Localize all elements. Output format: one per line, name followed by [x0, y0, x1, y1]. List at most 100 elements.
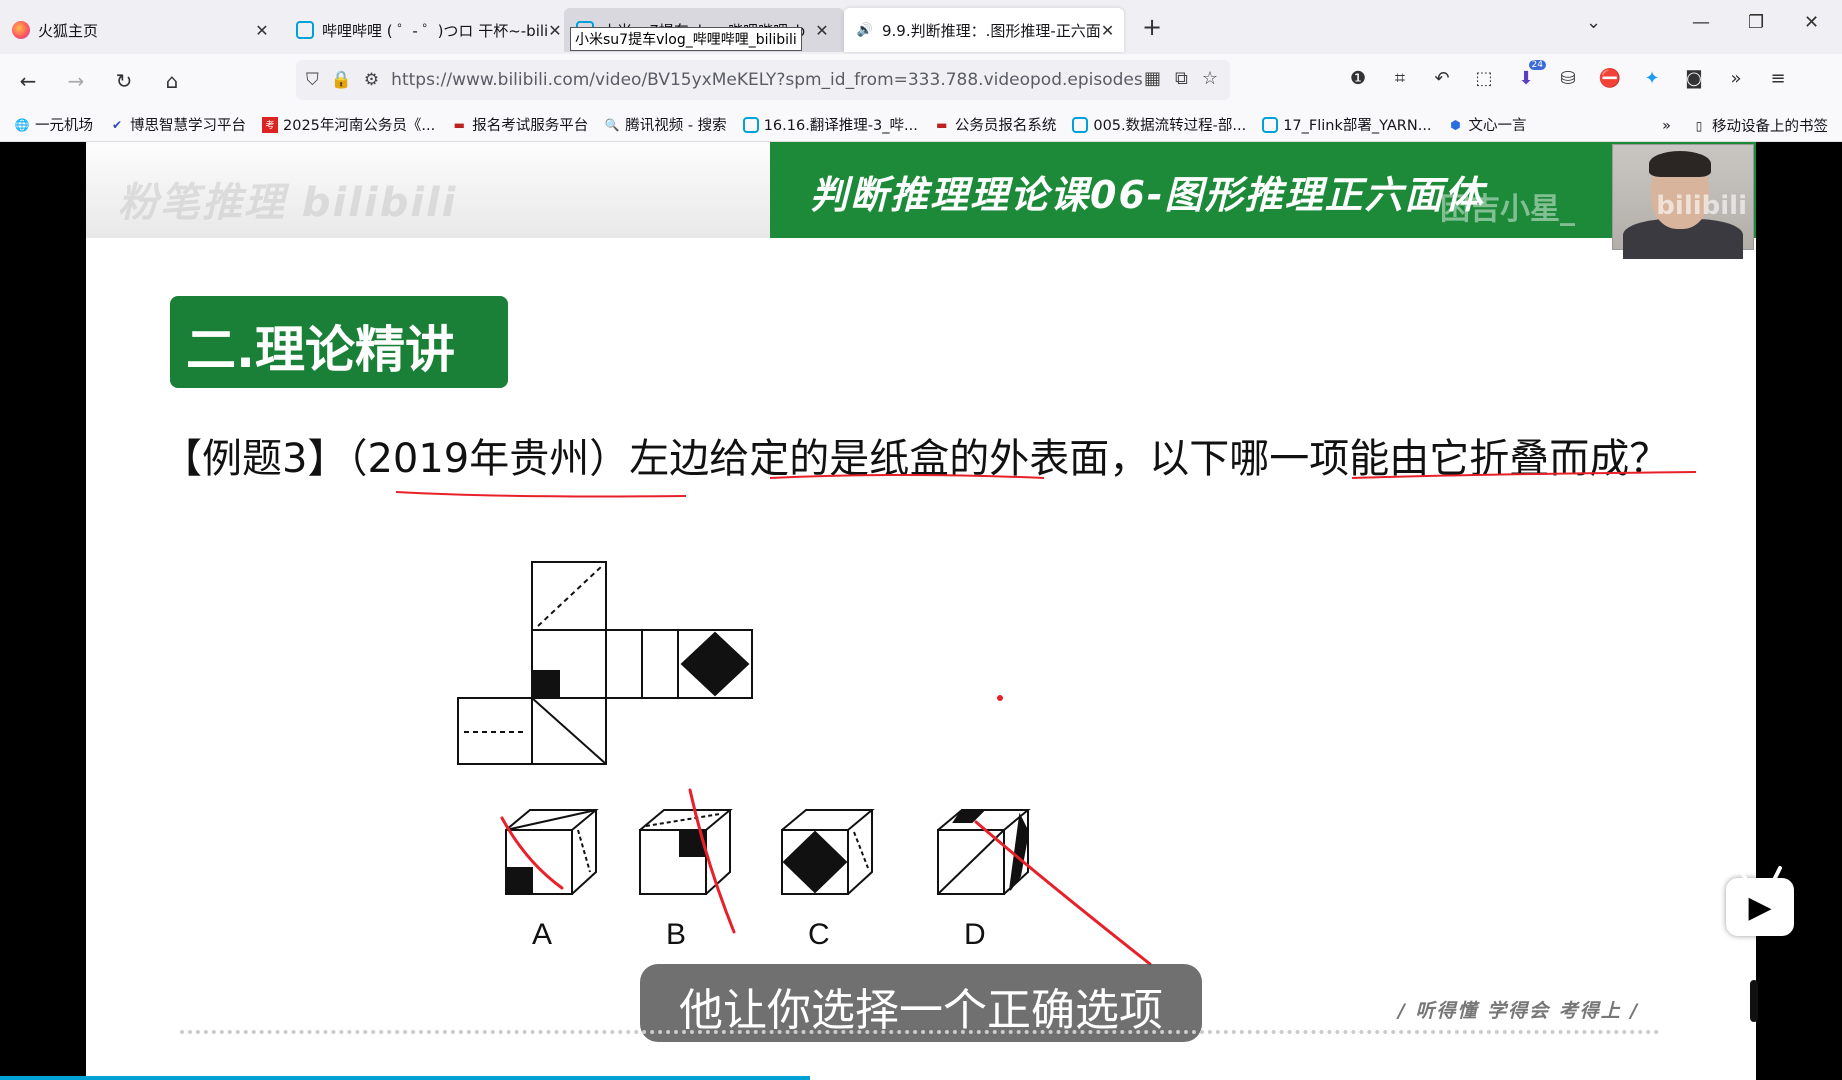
url-text[interactable]: https://www.bilibili.com/video/BV15yxMeK…: [391, 70, 1143, 90]
bookmark-item[interactable]: ✔博思智慧学习平台: [109, 114, 246, 135]
bird-icon[interactable]: ✦: [1644, 67, 1660, 89]
bilibili-ears-icon: [1738, 866, 1782, 882]
bookmark-item[interactable]: ▬报名考试服务平台: [451, 114, 589, 135]
download-extension-icon[interactable]: ⬇24: [1514, 60, 1546, 90]
reader-icon[interactable]: ◙: [1685, 67, 1703, 89]
menu-icon[interactable]: ≡: [1770, 67, 1786, 89]
tab-bar: 火狐主页 ✕ 哔哩哔哩 ( ゜- ゜)つロ 干杯~-bili ✕ 小米su7提车…: [0, 0, 1842, 54]
extensions-icon[interactable]: ⬚: [1475, 67, 1493, 89]
close-icon[interactable]: ✕: [815, 20, 829, 40]
option-b-label: B: [666, 918, 686, 951]
webcam-watermark: bilibili: [1656, 191, 1747, 221]
title-banner: 判断推理理论课06-图形推理正六面体 困吉小星_: [770, 142, 1756, 238]
firefox-icon: [12, 21, 30, 39]
play-icon: ▶: [1748, 889, 1772, 925]
tab-title: 9.9.判断推理：.图形推理-正六面: [882, 21, 1101, 40]
wenxin-icon: ⬢: [1450, 117, 1461, 132]
bookmark-item[interactable]: 005.数据流转过程-部...: [1072, 114, 1246, 135]
speaker-icon[interactable]: 🔊: [856, 22, 874, 38]
tab-current-video[interactable]: 🔊 9.9.判断推理：.图形推理-正六面 ✕: [844, 8, 1124, 52]
tab-title: 火狐主页: [38, 21, 99, 40]
play-button[interactable]: ▶: [1726, 866, 1794, 936]
home-icon[interactable]: ⌂: [165, 69, 179, 93]
bosi-icon: ✔: [111, 117, 123, 132]
bilibili-icon: [1072, 116, 1089, 133]
underline-annotations: [395, 471, 1697, 498]
cursor-dot: [997, 695, 1003, 701]
banner-watermark: 困吉小星_: [1440, 192, 1575, 227]
picture-in-picture-icon[interactable]: ⧉: [1175, 68, 1188, 89]
minimize-icon[interactable]: —: [1692, 12, 1710, 33]
new-tab-button[interactable]: +: [1141, 13, 1163, 41]
dotted-divider: [180, 1030, 1660, 1034]
mobile-icon: ▯: [1695, 118, 1703, 133]
option-c-label: C: [808, 918, 830, 951]
cube-net: [457, 561, 753, 765]
tab-list-icon[interactable]: ⌄: [1586, 12, 1602, 33]
strike-annotations: [500, 788, 1152, 966]
tab-firefox-home[interactable]: 火狐主页 ✕: [0, 8, 284, 52]
slide-header: 粉笔推理 bilibili 判断推理理论课06-图形推理正六面体 困吉小星_ b…: [86, 142, 1756, 259]
progress-fill: [0, 1076, 811, 1080]
window-close-icon[interactable]: ✕: [1804, 12, 1820, 33]
bookmark-item[interactable]: 🔍腾讯视频 - 搜索: [604, 117, 727, 135]
globe-icon: 🌐: [14, 117, 30, 132]
slogan-text: / 听得懂 学得会 考得上 /: [1398, 1000, 1640, 1022]
bookmark-item[interactable]: 17_Flink部署_YARN...: [1262, 114, 1432, 135]
progress-bar[interactable]: [0, 1076, 1842, 1080]
video-player[interactable]: 粉笔推理 bilibili 判断推理理论课06-图形推理正六面体 困吉小星_ b…: [0, 142, 1842, 1080]
adblock-icon[interactable]: ⛔: [1598, 67, 1622, 89]
forward-icon[interactable]: →: [67, 69, 85, 93]
banner-title: 判断推理理论课06-图形推理正六面体: [810, 173, 1485, 217]
option-b-cube: [639, 809, 733, 895]
cube-figure: A B C D: [395, 471, 1697, 966]
option-d-cube: [937, 809, 1031, 895]
shield-icon[interactable]: ⛉: [306, 70, 319, 90]
option-a-label: A: [532, 918, 552, 951]
restore-icon[interactable]: ❐: [1748, 12, 1765, 33]
bookmark-item[interactable]: 🌐一元机场: [14, 117, 93, 135]
address-bar[interactable]: ⛉ 🔒 ⚙ https://www.bilibili.com/video/BV1…: [296, 60, 1230, 100]
extension-badge: 24: [1528, 60, 1546, 70]
mobile-bookmarks[interactable]: ▯移动设备上的书签: [1691, 115, 1828, 136]
tab-bilibili-home[interactable]: 哔哩哔哩 ( ゜- ゜)つロ 干杯~-bili ✕: [284, 8, 564, 52]
permissions-icon[interactable]: ⚙: [363, 70, 380, 90]
subtitle-box: 他让你选择一个正确选项: [640, 964, 1202, 1042]
header-watermark: 粉笔推理 bilibili: [118, 180, 458, 226]
more-tools-icon[interactable]: »: [1730, 67, 1742, 89]
password-manager-icon[interactable]: ❶: [1349, 67, 1367, 89]
tab-title: 哔哩哔哩 ( ゜- ゜)つロ 干杯~-bili: [322, 21, 549, 40]
close-icon[interactable]: ✕: [548, 20, 562, 40]
lock-icon[interactable]: 🔒: [330, 70, 352, 90]
close-icon[interactable]: ✕: [1100, 20, 1115, 40]
section-tag: 二.理论精讲: [170, 296, 508, 388]
bilibili-icon: [1262, 116, 1279, 133]
bilibili-icon: [742, 116, 759, 133]
reload-icon[interactable]: ↻: [115, 69, 133, 93]
option-a-cube: [505, 809, 599, 895]
bookmarks-more-icon[interactable]: »: [1662, 117, 1671, 134]
bookmark-item[interactable]: ▬公务员报名系统: [934, 114, 1056, 135]
bookmark-item[interactable]: 16.16.翻译推理-3_哔...: [742, 114, 918, 135]
option-c-cube: [781, 809, 875, 895]
lecture-slide: 粉笔推理 bilibili 判断推理理论课06-图形推理正六面体 困吉小星_ b…: [86, 142, 1756, 1080]
undo-icon[interactable]: ↶: [1434, 67, 1450, 89]
register-icon: ▬: [936, 117, 948, 132]
qr-code-icon[interactable]: ▦: [1143, 68, 1161, 89]
translate-icon[interactable]: ⛁: [1560, 67, 1576, 89]
back-icon[interactable]: ←: [19, 69, 37, 93]
subtitle-text: 他让你选择一个正确选项: [679, 985, 1163, 1036]
crop-icon[interactable]: ⌗: [1394, 67, 1406, 89]
bookmark-item[interactable]: ⬢文心一言: [1448, 114, 1526, 135]
close-icon[interactable]: ✕: [255, 20, 269, 40]
exam-icon: 考: [262, 116, 278, 133]
register-icon: ▬: [453, 117, 465, 132]
bilibili-icon: [296, 21, 314, 39]
option-d-label: D: [964, 918, 986, 951]
side-handle[interactable]: [1750, 980, 1758, 1022]
search-icon: 🔍: [604, 117, 620, 132]
bookmark-star-icon[interactable]: ☆: [1201, 68, 1218, 89]
